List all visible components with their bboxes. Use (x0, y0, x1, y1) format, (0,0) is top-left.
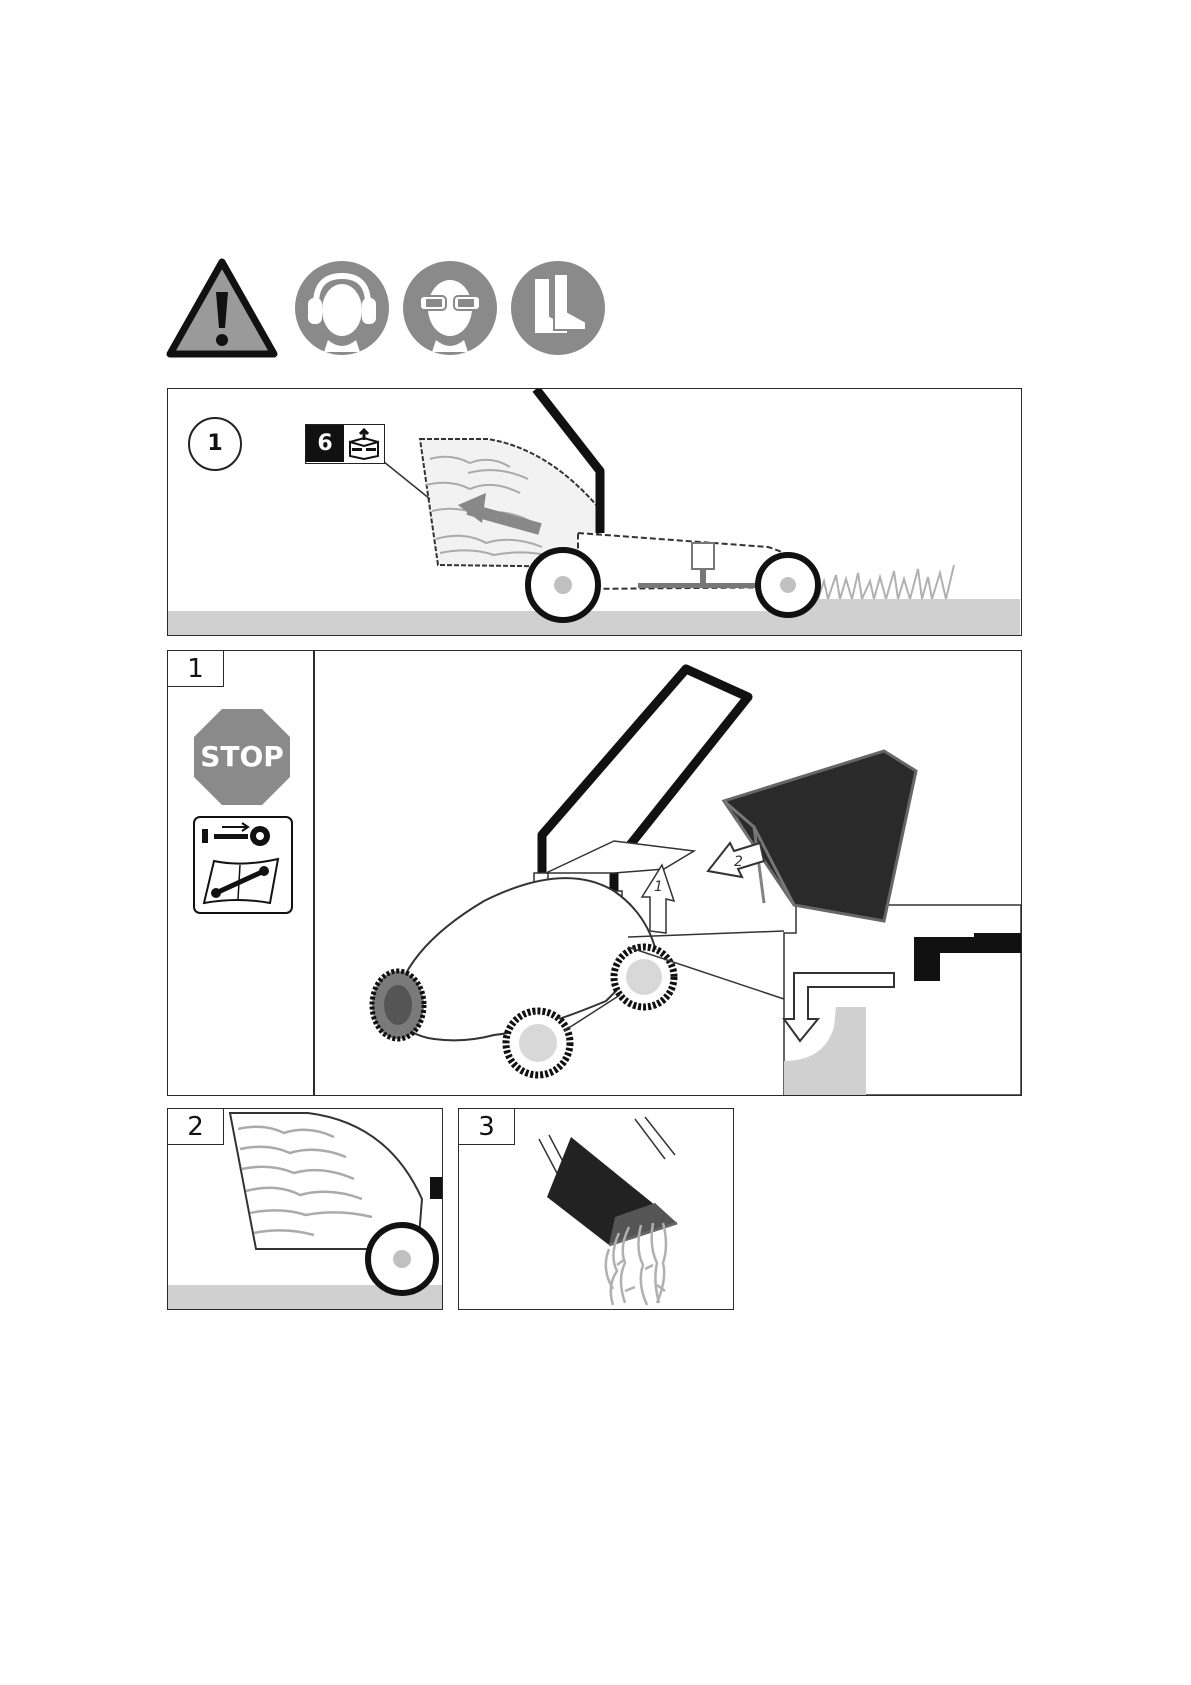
part-badge-number: 6 (306, 425, 344, 462)
step2-number: 2 (168, 1109, 224, 1145)
grass-tufts (808, 565, 954, 599)
stop-label: STOP (192, 737, 292, 777)
overview-illustration (168, 389, 1020, 635)
step3-number: 3 (459, 1109, 515, 1145)
rear-left-wheel (372, 971, 424, 1039)
overview-panel: 1 6 (167, 388, 1022, 636)
eye-protection-icon (402, 260, 498, 356)
front-left-wheel (506, 1011, 570, 1075)
arrow-2-label: 2 (734, 854, 743, 870)
step1-number: 1 (168, 651, 224, 687)
arrow-1-label: 1 (654, 879, 663, 895)
warning-triangle-icon (166, 258, 278, 358)
ear-protection-icon (294, 260, 390, 356)
unpack-box-icon (346, 428, 382, 460)
step1-illustration (314, 651, 1021, 1095)
front-right-wheel (614, 947, 674, 1007)
remove-key-manual-icon (192, 815, 294, 915)
step2-panel: 2 (167, 1108, 443, 1310)
safety-boots-icon (510, 260, 606, 356)
step3-panel: 3 (458, 1108, 734, 1310)
step1-panel: 1 STOP (167, 650, 1022, 1096)
part-badge: 6 (305, 424, 385, 464)
safety-icons-row (166, 258, 616, 358)
